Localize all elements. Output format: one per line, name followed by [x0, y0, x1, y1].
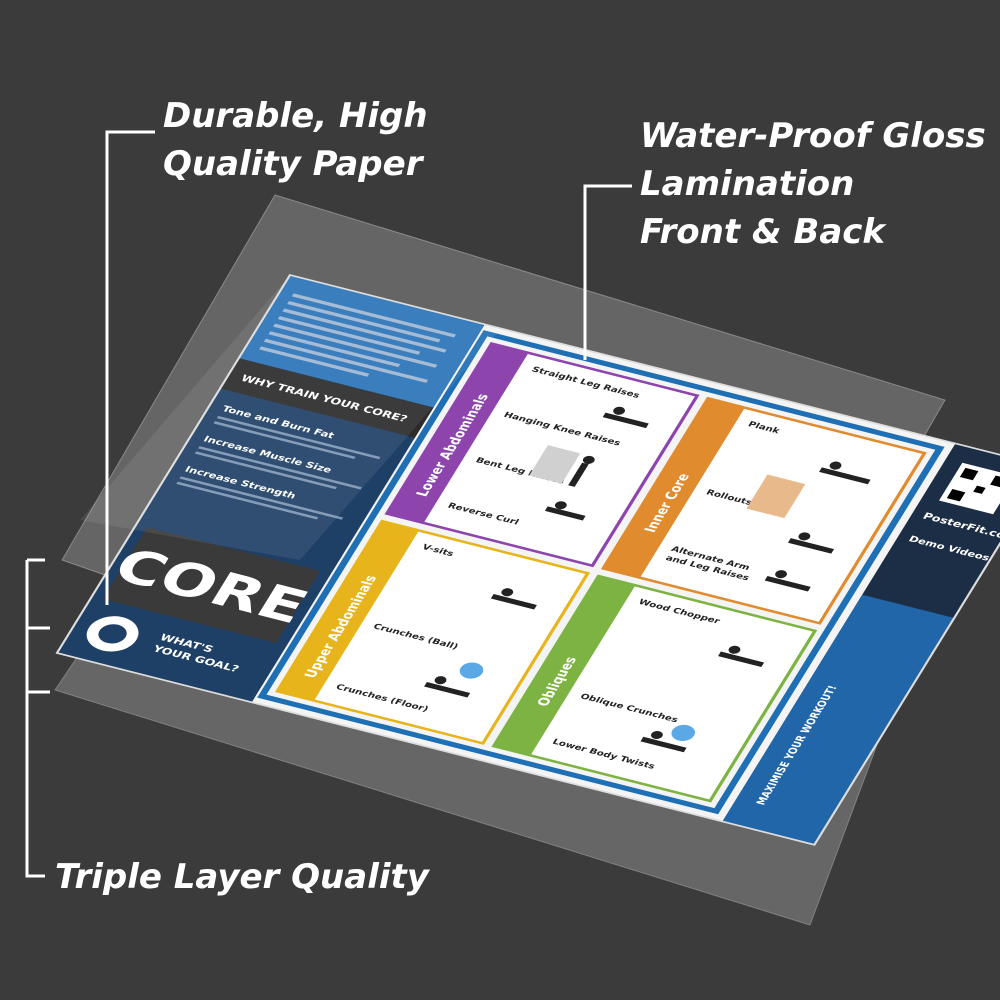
callout-paper-line-2: Quality Paper	[163, 144, 423, 184]
section-inner-core: Inner Core Plank Rollouts Alternate Arm …	[600, 396, 927, 625]
section-upper-abdominals: Upper Abdominals V-sits Crunches (Ball) …	[274, 519, 591, 745]
callout-lamination-line-1: Water-Proof Gloss	[640, 116, 986, 156]
callout-lamination-line-3: Front & Back	[640, 212, 886, 252]
gloss-highlight	[80, 275, 500, 560]
callout-triple-layer: Triple Layer Quality	[55, 853, 429, 901]
section-obliques: Obliques Wood Chopper Oblique Crunches L…	[491, 574, 818, 803]
poster-paper: CORE WHAT'S YOUR GOAL? WHY TRAIN YOUR CO…	[55, 273, 1000, 846]
callout-lamination: Water-Proof Gloss Lamination Front & Bac…	[640, 112, 986, 256]
callout-paper: Durable, High Quality Paper	[163, 92, 428, 188]
callout-lines	[25, 130, 632, 878]
section-lower-abdominals: Lower Abdominals Straight Leg Raises Han…	[384, 342, 700, 568]
callout-triple-layer-text: Triple Layer Quality	[55, 857, 429, 897]
callout-paper-line-1: Durable, High	[163, 96, 428, 136]
callout-lamination-line-2: Lamination	[640, 164, 855, 204]
why-text-lines	[259, 293, 456, 383]
